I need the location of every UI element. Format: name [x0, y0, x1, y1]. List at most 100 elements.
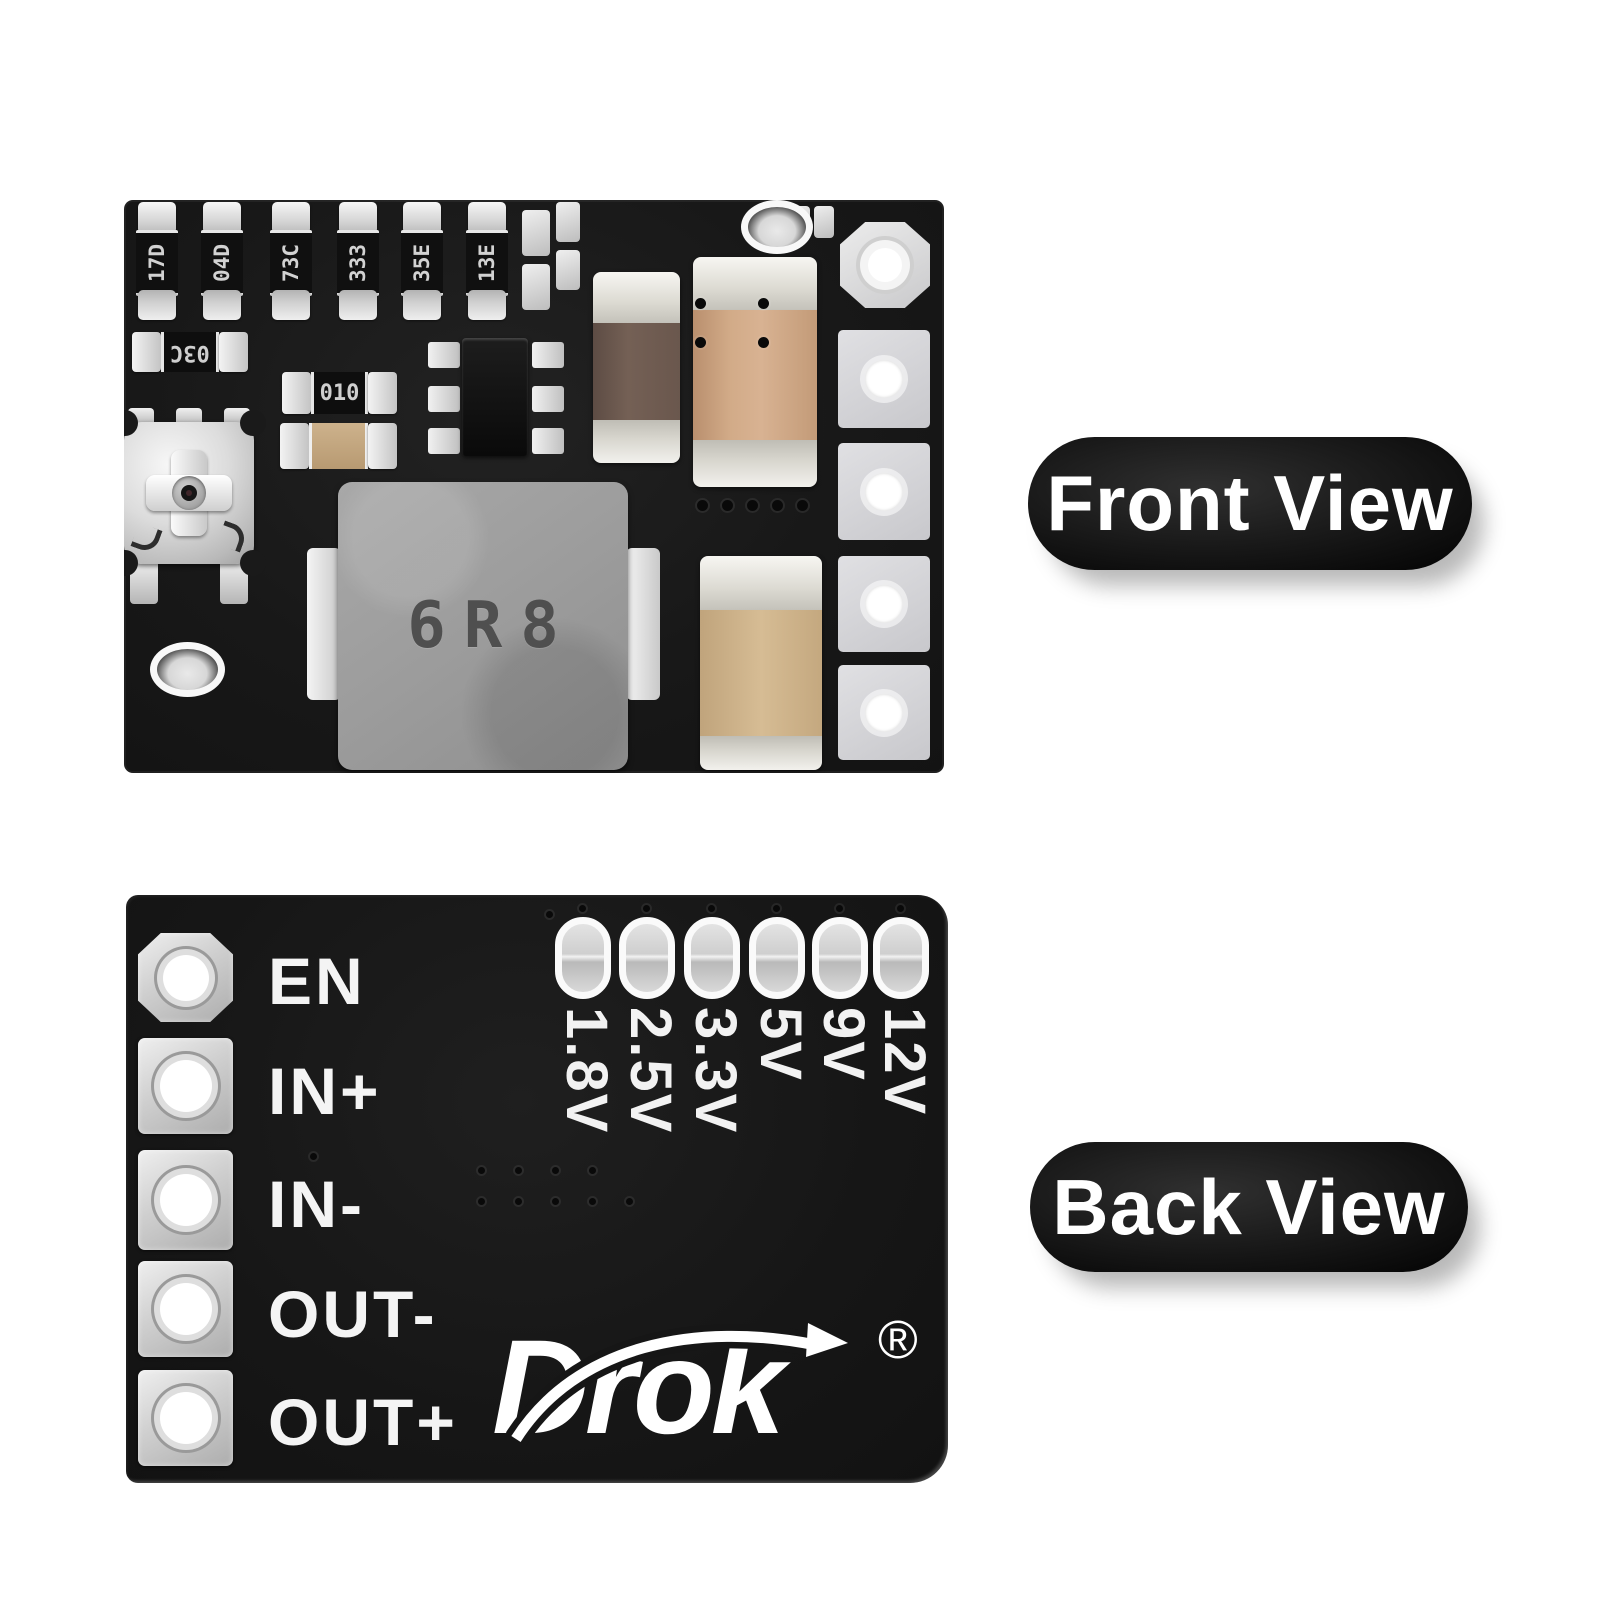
- back-view-badge: Back View: [1030, 1142, 1468, 1272]
- resistor-marking: 04D: [210, 244, 234, 282]
- pad-hole: [159, 1283, 212, 1335]
- pot-rotation-mark: [130, 522, 163, 555]
- solder-pad: [814, 206, 834, 238]
- solder-pad: [593, 272, 680, 323]
- via-dot: [695, 298, 706, 309]
- via-dot: [773, 905, 780, 912]
- regulator-ic: [462, 338, 528, 456]
- ic-pad: [428, 386, 460, 412]
- voltage-pad: [749, 917, 805, 999]
- potentiometer-leg: [176, 408, 202, 426]
- capacitor-body: [693, 310, 817, 440]
- pin-label-out-plus: OUT+: [268, 1385, 458, 1459]
- solder-pad: [403, 202, 441, 234]
- pot-notch: [124, 550, 138, 576]
- resistor-marking: 13E: [475, 244, 499, 282]
- pot-center-hole: [181, 485, 197, 501]
- pad-hole: [865, 585, 903, 623]
- solder-pad: [700, 556, 822, 610]
- through-hole-pad: [838, 665, 930, 760]
- solder-pad: [219, 332, 248, 372]
- solder-pad: [138, 202, 176, 234]
- mounting-hole: [741, 200, 813, 254]
- resistor-marking: 03C: [170, 339, 210, 365]
- front-view-label: Front View: [1046, 459, 1454, 547]
- via-dot: [515, 1198, 522, 1205]
- front-view-badge: Front View: [1028, 437, 1472, 570]
- chip-resistor: 13E: [465, 202, 509, 320]
- via-dot: [758, 298, 769, 309]
- solder-pad: [693, 440, 817, 487]
- registered-trademark-icon: ®: [878, 1310, 918, 1370]
- solder-pad: [700, 736, 822, 770]
- resistor-band: 17D: [136, 230, 178, 296]
- pin-label-out-minus: OUT-: [268, 1277, 438, 1351]
- solder-pad: [280, 423, 309, 469]
- chip-capacitor: [593, 272, 680, 463]
- logo-swoosh-arrow: [806, 1323, 848, 1357]
- voltage-pad: [555, 917, 611, 999]
- solder-pad: [272, 202, 310, 234]
- via-dot: [589, 1198, 596, 1205]
- ic-pad: [532, 386, 564, 412]
- pot-notch: [240, 550, 266, 576]
- resistor-marking: 35E: [410, 244, 434, 282]
- resistor-band: 35E: [401, 230, 443, 296]
- resistor-marking: 333: [346, 244, 370, 282]
- pad-hole: [159, 1392, 212, 1444]
- front-pcb: 17D 04D 73C 333 35E 13E: [124, 200, 944, 773]
- resistor-marking: 73C: [279, 244, 303, 282]
- solder-pad: [522, 210, 550, 256]
- pad-hole: [868, 248, 902, 282]
- via-dot: [772, 500, 783, 511]
- via-dot: [758, 337, 769, 348]
- ic-pad: [532, 342, 564, 368]
- via-dot: [552, 1167, 559, 1174]
- pin-label-in-minus: IN-: [268, 1167, 365, 1241]
- via-dot: [478, 1198, 485, 1205]
- chip-capacitor: [700, 556, 822, 770]
- via-dot: [589, 1167, 596, 1174]
- solder-pad: [203, 290, 241, 320]
- back-pcb: EN IN+ IN- OUT- OUT+ 1.8V 2.5V 3.3V 5V 9…: [126, 895, 948, 1483]
- via-dot: [708, 905, 715, 912]
- chip-resistor: 333: [336, 202, 380, 320]
- pin-pad-in-minus: [138, 1150, 233, 1250]
- via-dot: [310, 1153, 317, 1160]
- drok-logo: Drok: [492, 1313, 848, 1457]
- chip-capacitor: [280, 423, 397, 469]
- via-dot: [797, 500, 808, 511]
- pad-hole: [159, 1060, 212, 1112]
- via-dot: [552, 1198, 559, 1205]
- voltage-pad: [684, 917, 740, 999]
- pot-center-dot: [186, 490, 192, 496]
- voltage-pad: [812, 917, 868, 999]
- back-view-label: Back View: [1052, 1162, 1446, 1251]
- diode-marking: 010: [319, 380, 360, 406]
- pot-notch: [240, 410, 266, 436]
- resistor-band: 04D: [201, 230, 243, 296]
- voltage-label-5v: 5V: [748, 1007, 813, 1082]
- pad-hole: [865, 472, 903, 511]
- ic-pad: [428, 342, 460, 368]
- through-hole-pad: [838, 443, 930, 540]
- through-hole-pad: [840, 222, 930, 308]
- resistor-band: 13E: [466, 230, 508, 296]
- pad-hole: [162, 954, 209, 1001]
- pin-label-en: EN: [268, 944, 366, 1018]
- logo-swoosh: [511, 1330, 818, 1442]
- solder-pad: [282, 372, 311, 414]
- voltage-label-2v5: 2.5V: [618, 1007, 683, 1135]
- pot-notch: [124, 410, 138, 436]
- via-dot: [626, 1198, 633, 1205]
- via-dot: [722, 500, 733, 511]
- pin-pad-out-minus: [138, 1261, 233, 1357]
- inductor-marking: 6R8: [407, 589, 577, 663]
- chip-resistor: 03C: [132, 332, 248, 372]
- via-dot: [546, 911, 553, 918]
- chip-diode: 010: [282, 372, 397, 414]
- through-hole-pad: [838, 330, 930, 428]
- voltage-pad: [873, 917, 929, 999]
- via-dot: [697, 500, 708, 511]
